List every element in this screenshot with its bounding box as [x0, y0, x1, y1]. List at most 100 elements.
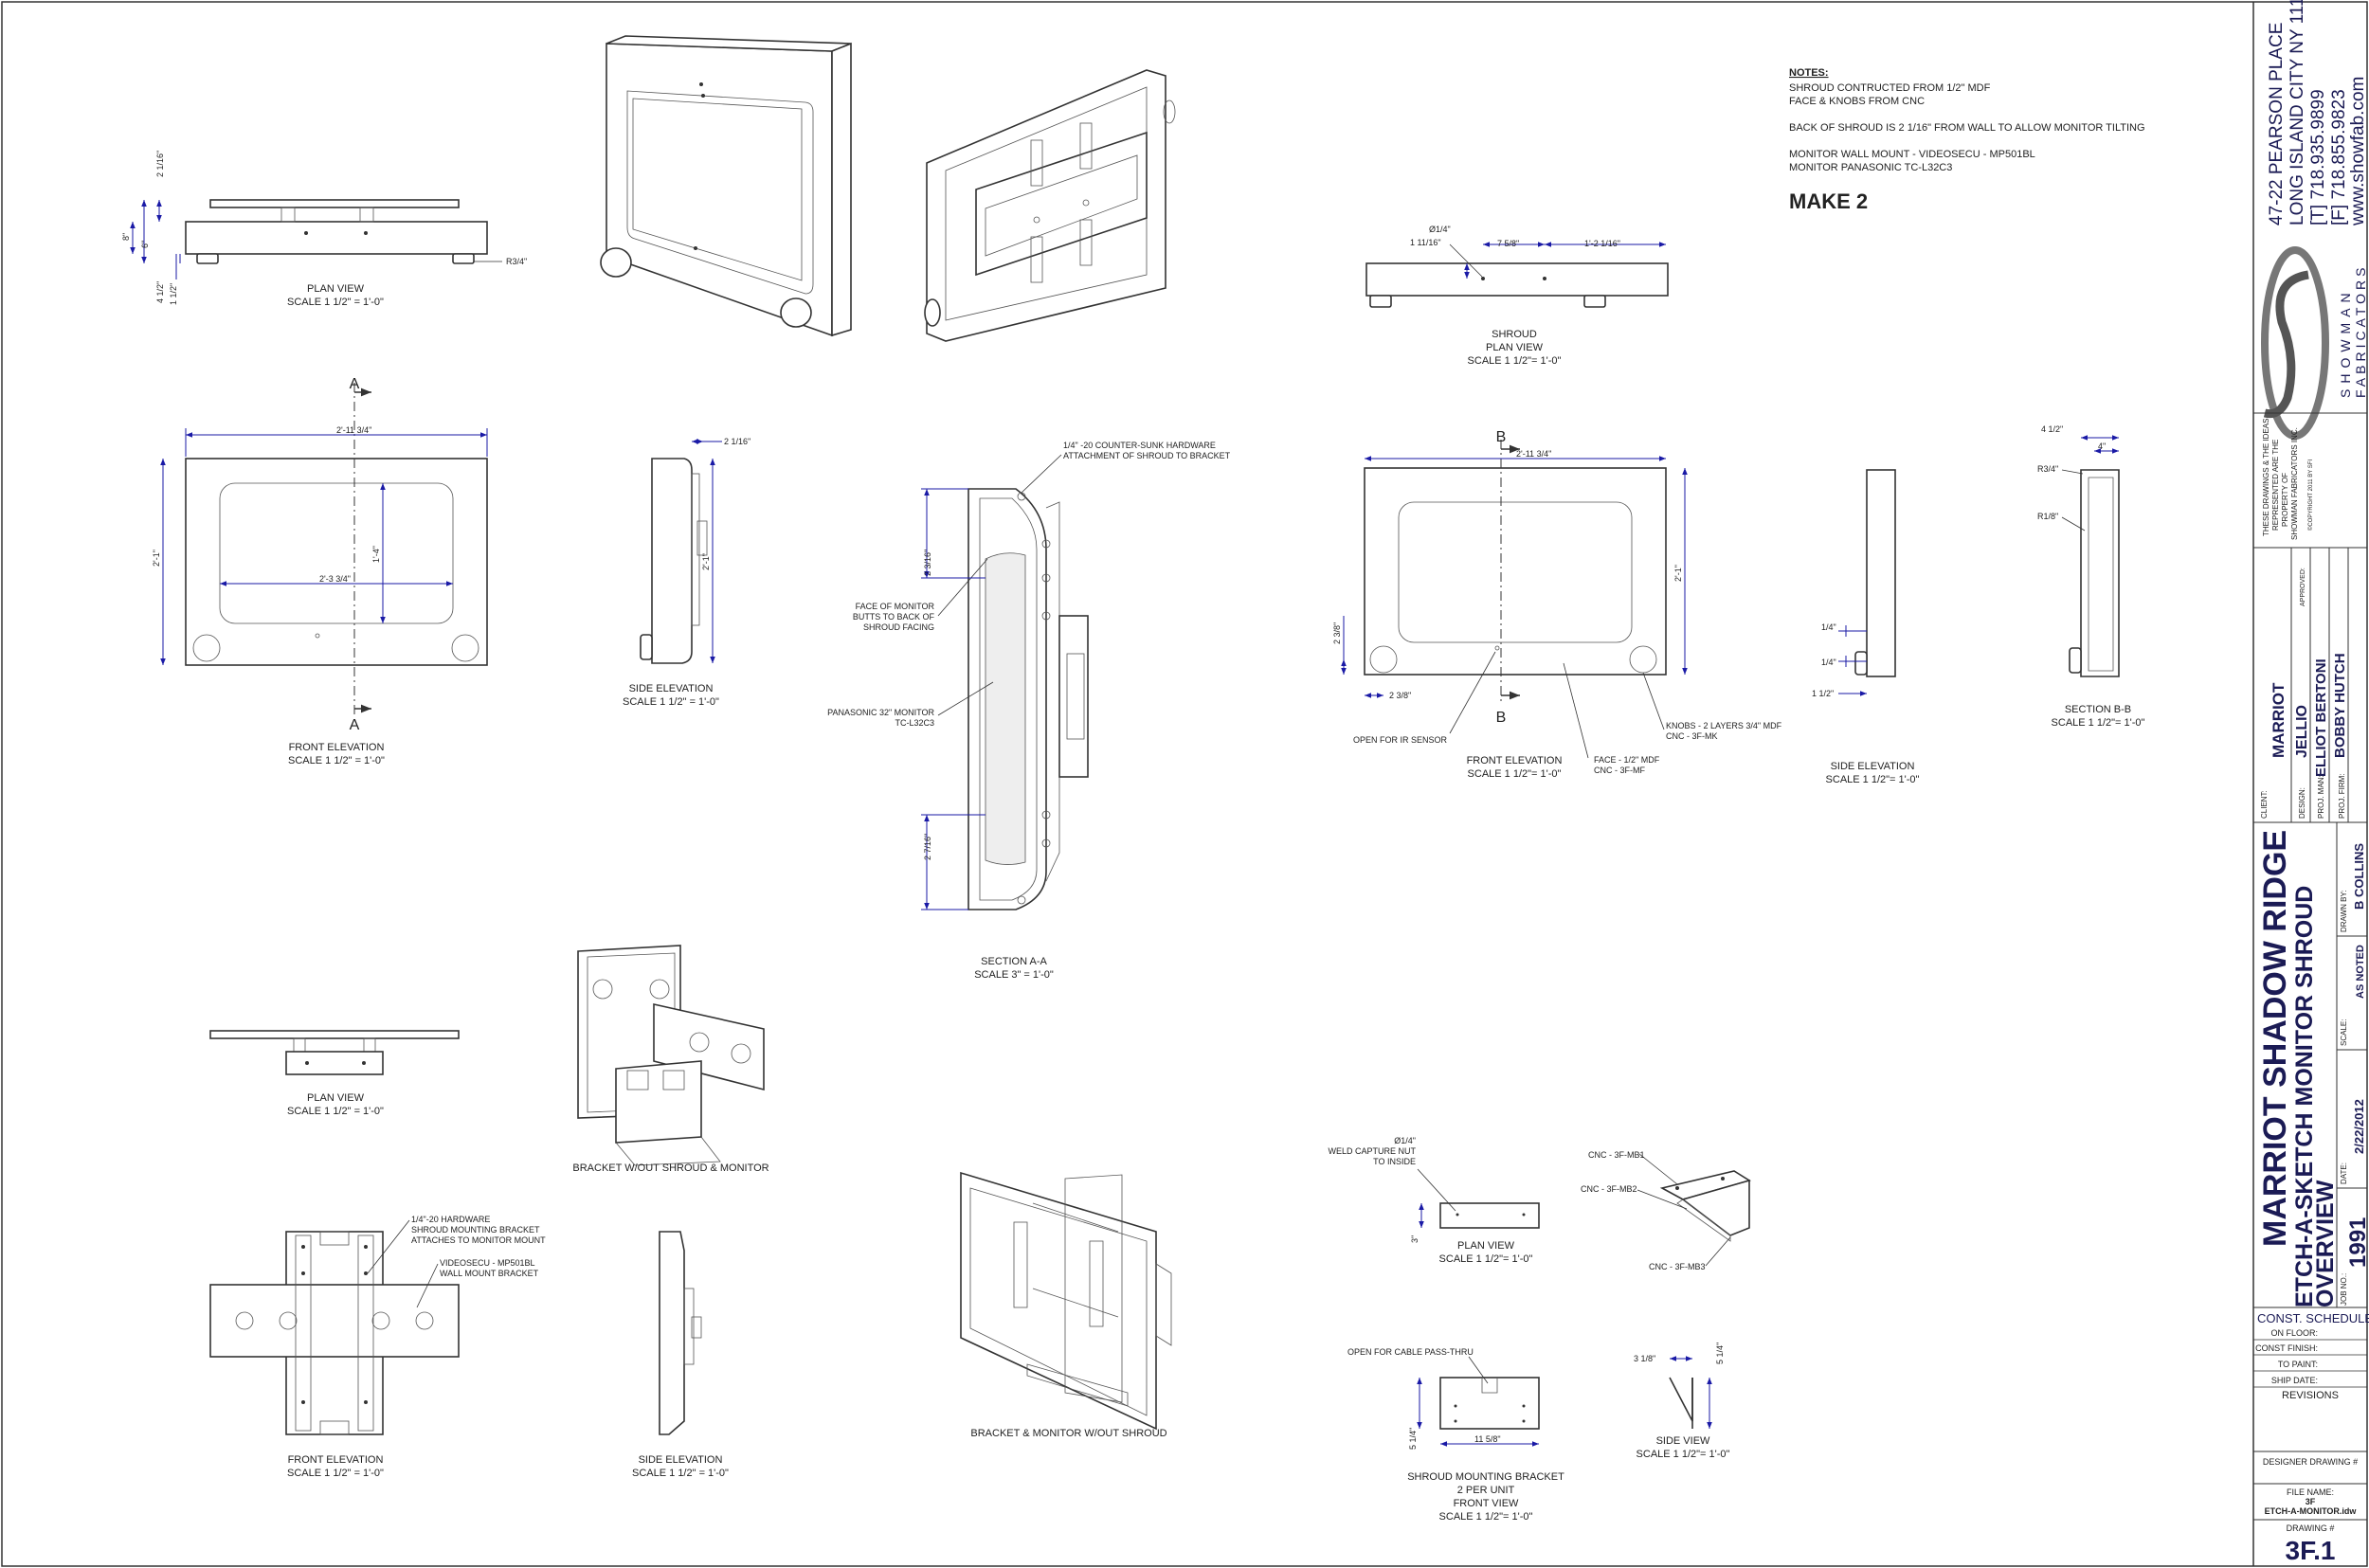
proj-firm-label: PROJ. FIRM:	[2338, 773, 2346, 819]
job-value: 1991	[2345, 1217, 2369, 1268]
dim-4: 4"	[2098, 442, 2106, 451]
const-schedule: CONST. SCHEDULE	[2257, 1311, 2369, 1325]
design-value: JELLIO	[2294, 705, 2310, 758]
callout-panasonic-line2: TC-L32C3	[895, 718, 934, 728]
on-floor: ON FLOOR:	[2270, 1328, 2318, 1338]
front-elevation-top: A A 2'-11 3/4" 2'-1" 2'-3 3/4" 1'-4" FRO…	[152, 376, 488, 766]
drawing-title-2: OVERVIEW	[2312, 1180, 2339, 1307]
callout-weld-line2: WELD CAPTURE NUT	[1328, 1146, 1416, 1156]
section-mark-a-top: A	[350, 376, 360, 392]
view-title: SIDE ELEVATION	[629, 683, 714, 694]
view-title: SHROUD	[1492, 329, 1537, 340]
callout-cnc-mb1: CNC - 3F-MB1	[1588, 1150, 1645, 1160]
note-line: MONITOR WALL MOUNT - VIDEOSECU - MP501BL	[1789, 149, 2035, 160]
dim-r3-4: R3/4"	[506, 257, 527, 266]
dim-2-7-16: 2 7/16"	[923, 834, 932, 860]
callout-face-mdf-line2: CNC - 3F-MF	[1594, 766, 1645, 775]
dim-2-11-3-4: 2'-11 3/4"	[336, 425, 371, 435]
view-title: BRACKET W/OUT SHROUD & MONITOR	[572, 1162, 769, 1174]
file-name-2: ETCH-A-MONITOR.idw	[2265, 1506, 2358, 1516]
designer-drawing: DESIGNER DRAWING #	[2263, 1457, 2358, 1467]
drawn-by-label: DRAWN BY:	[2340, 890, 2348, 932]
view-title: PLAN VIEW	[1457, 1240, 1515, 1252]
section-a-a: 1/4" -20 COUNTER-SUNK HARDWARE ATTACHMEN…	[827, 441, 1231, 981]
dim-11-5-8: 11 5/8"	[1474, 1434, 1501, 1444]
general-notes: NOTES: SHROUD CONTRUCTED FROM 1/2" MDF F…	[1789, 67, 2145, 213]
view-scale: SCALE 1 1/2" = 1'-0"	[623, 696, 719, 708]
view-scale: SCALE 1 1/2"= 1'-0"	[1439, 1511, 1533, 1523]
to-paint: TO PAINT:	[2278, 1360, 2318, 1369]
note-line: FACE & KNOBS FROM CNC	[1789, 96, 1925, 107]
front-elevation-b: B B 2'-11 3/4" 2'-1" 2 3/8" 2 3/8" OPEN …	[1332, 429, 1782, 780]
file-name-1: 3F	[2306, 1497, 2316, 1506]
dim-2-1-16-side: 2 1/16"	[724, 437, 750, 446]
dim-r3-4-b: R3/4"	[2037, 464, 2058, 474]
dim-1-2-1-16: 1'-2 1/16"	[1584, 239, 1620, 248]
design-label: DESIGN:	[2298, 787, 2306, 819]
dim-r1-8: R1/8"	[2037, 512, 2058, 521]
view-line2: 2 PER UNIT	[1457, 1485, 1515, 1496]
dim-2-3-8-v: 2 3/8"	[1332, 622, 1342, 644]
note-line: SHROUD CONTRUCTED FROM 1/2" MDF	[1789, 82, 1991, 94]
view-scale: SCALE 1 1/2"= 1'-0"	[1826, 774, 1920, 785]
scale-label: SCALE:	[2340, 1019, 2348, 1046]
dim-1-4: 1'-4"	[371, 546, 381, 563]
dim-2-11-3-4-b: 2'-11 3/4"	[1516, 449, 1551, 459]
side-elevation-bracket: SIDE ELEVATION SCALE 1 1/2" = 1'-0"	[632, 1231, 729, 1479]
dim-2-1-b: 2'-1"	[1673, 565, 1683, 582]
view-title: FRONT ELEVATION	[288, 1454, 384, 1466]
view-scale: SCALE 1 1/2"= 1'-0"	[1468, 355, 1562, 367]
property-line: THESE DRAWINGS & THE IDEAS	[2262, 419, 2270, 536]
view-title: PLAN VIEW	[307, 283, 365, 295]
callout-hardware-line1: 1/4" -20 COUNTER-SUNK HARDWARE	[1063, 441, 1216, 450]
property-line: PROPERTY OF	[2281, 473, 2289, 527]
dim-2-1-side: 2'-1"	[701, 553, 711, 570]
dim-2-3-3-4: 2'-3 3/4"	[319, 574, 351, 584]
revisions: REVISIONS	[2282, 1390, 2339, 1401]
iso-view-shroud-back	[924, 69, 1176, 342]
drawing-number: 3F.1	[2286, 1536, 2336, 1565]
callout-ir-sensor: OPEN FOR IR SENSOR	[1353, 735, 1448, 745]
address-line: LONG ISLAND CITY NY 11101	[2288, 0, 2307, 225]
callout-cnc-mb2: CNC - 3F-MB2	[1581, 1184, 1637, 1194]
drawing-title-1: ETCH-A-SKETCH MONITOR SHROUD	[2291, 886, 2318, 1307]
callout-cable: OPEN FOR CABLE PASS-THRU	[1347, 1347, 1474, 1357]
plan-view-bracket: PLAN VIEW SCALE 1 1/2" = 1'-0"	[209, 1030, 460, 1117]
dim-3: 3"	[1410, 1235, 1420, 1243]
company-logo: SHOWMAN FABRICATORS	[2261, 246, 2368, 440]
view-title: SECTION A-A	[981, 956, 1047, 967]
view-title: SHROUD MOUNTING BRACKET	[1407, 1471, 1564, 1483]
property-line: REPRESENTED ARE THE	[2271, 440, 2280, 531]
drawing-no-label: DRAWING #	[2287, 1523, 2335, 1533]
view-title: SIDE ELEVATION	[1831, 761, 1915, 772]
callout-face-line3: SHROUD FACING	[863, 622, 934, 632]
company-word: FABRICATORS	[2353, 263, 2368, 398]
callout-face-line1: FACE OF MONITOR	[856, 602, 935, 611]
property-line: ©COPYRIGHT 2011 BY SFI	[2307, 460, 2314, 531]
company-word: SHOWMAN	[2338, 287, 2353, 398]
section-b-b: 4 1/2" 4" R3/4" R1/8" SECTION B-B SCALE …	[2037, 424, 2145, 729]
job-label: JOB NO.:	[2340, 1273, 2348, 1306]
view-title: SIDE ELEVATION	[639, 1454, 723, 1466]
view-title: SECTION B-B	[2065, 704, 2131, 715]
scale-value: AS NOTED	[2355, 945, 2366, 999]
dim-2-1: 2'-1"	[152, 550, 161, 567]
callout-face-line2: BUTTS TO BACK OF	[853, 612, 935, 622]
bracket-monitor-iso: BRACKET & MONITOR W/OUT SHROUD	[960, 1171, 1172, 1439]
front-elevation-bracket: 1/4"-20 HARDWARE SHROUD MOUNTING BRACKET…	[209, 1215, 546, 1479]
callout-knobs-line2: CNC - 3F-MK	[1666, 731, 1718, 741]
dim-2-1-16: 2 1/16"	[155, 151, 165, 177]
callout-videosecu-line1: VIDEOSECU - MP501BL	[440, 1258, 535, 1268]
view-scale: SCALE 1 1/2"= 1'-0"	[1439, 1253, 1533, 1265]
view-scale: SCALE 1 1/2"= 1'-0"	[1468, 768, 1562, 780]
view-line3: FRONT VIEW	[1454, 1498, 1519, 1509]
note-line: BACK OF SHROUD IS 2 1/16" FROM WALL TO A…	[1789, 122, 2145, 134]
callout-knobs-line1: KNOBS - 2 LAYERS 3/4" MDF	[1666, 721, 1782, 730]
file-name-label: FILE NAME:	[2287, 1487, 2334, 1497]
notes-heading: NOTES:	[1789, 67, 1829, 79]
proj-firm-value: BOBBY HUTCH	[2332, 653, 2348, 758]
section-mark-a-bottom: A	[350, 717, 360, 733]
dim-1-1-2-b: 1 1/2"	[1812, 689, 1834, 698]
shroud-mounting-bracket-front: OPEN FOR CABLE PASS-THRU 5 1/4" 11 5/8" …	[1347, 1347, 1564, 1523]
